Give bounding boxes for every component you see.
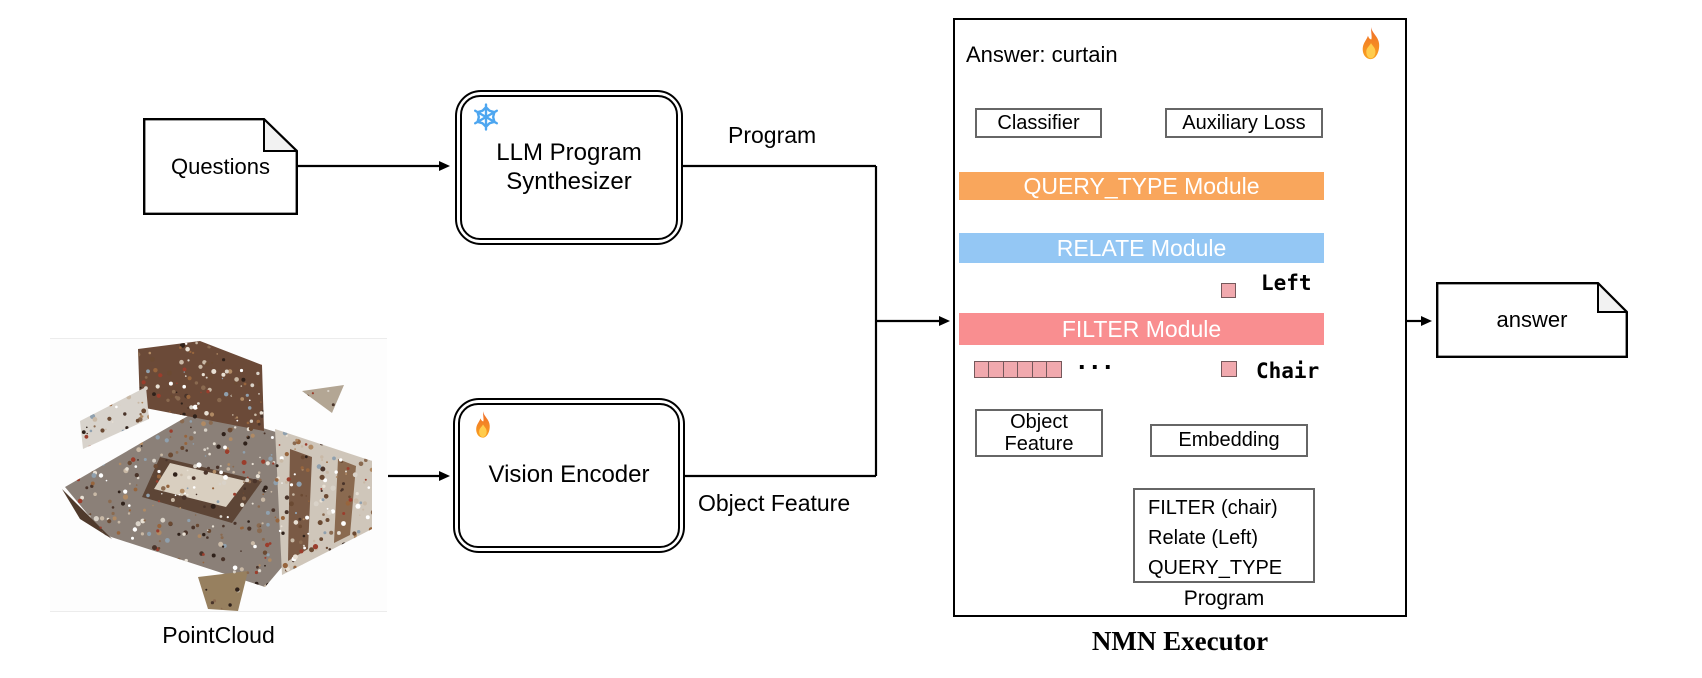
auxiliary-loss-label: Auxiliary Loss bbox=[1182, 111, 1306, 134]
vision-encoder-box: Vision Encoder bbox=[453, 398, 685, 553]
answer-document: answer bbox=[1436, 282, 1628, 358]
answer-label: answer bbox=[1496, 307, 1568, 332]
auxiliary-loss-box: Auxiliary Loss bbox=[1165, 108, 1323, 138]
program-caption: Program bbox=[1183, 587, 1265, 610]
embedding-box: Embedding bbox=[1150, 424, 1308, 457]
ellipsis-dots: ··· bbox=[1078, 352, 1117, 382]
answer-text: Answer: curtain bbox=[966, 42, 1118, 67]
program-box: FILTER (chair) Relate (Left) QUERY_TYPE bbox=[1133, 488, 1315, 583]
embedding-label: Embedding bbox=[1178, 429, 1280, 452]
program-line-3: QUERY_TYPE bbox=[1148, 557, 1283, 579]
object-feature-box-label: Object Feature bbox=[1004, 410, 1074, 455]
left-token-label: Left bbox=[1261, 271, 1312, 295]
program-line-1: FILTER (chair) bbox=[1148, 497, 1278, 519]
relate-module-bar: RELATE Module bbox=[959, 233, 1324, 263]
fire-icon bbox=[1354, 26, 1388, 69]
pointcloud-caption: PointCloud bbox=[162, 622, 275, 648]
llm-program-synthesizer-box: LLM Program Synthesizer bbox=[455, 90, 683, 245]
vision-box-label: Vision Encoder bbox=[488, 461, 650, 489]
pointcloud-room-shapes bbox=[62, 341, 372, 611]
object-feature-squares bbox=[974, 361, 1063, 378]
filter-module-bar: FILTER Module bbox=[959, 313, 1324, 345]
query-type-module-label: QUERY_TYPE Module bbox=[1023, 172, 1260, 199]
chair-token-square bbox=[1221, 361, 1237, 377]
document-shape bbox=[143, 118, 298, 215]
object-feature-box: Object Feature bbox=[975, 409, 1103, 457]
questions-label: Questions bbox=[170, 153, 271, 179]
program-edge-label: Program bbox=[728, 122, 817, 148]
questions-document: Questions bbox=[143, 118, 298, 215]
object-feature-edge-label: Object Feature bbox=[698, 490, 851, 516]
filter-module-label: FILTER Module bbox=[1061, 315, 1222, 342]
pointcloud-image bbox=[50, 338, 387, 612]
fire-icon bbox=[469, 410, 497, 447]
document-shape bbox=[1436, 282, 1628, 358]
query-type-module-bar: QUERY_TYPE Module bbox=[959, 172, 1324, 200]
snowflake-icon bbox=[471, 102, 501, 137]
relate-module-label: RELATE Module bbox=[1056, 234, 1227, 261]
llm-box-label: LLM Program Synthesizer bbox=[496, 138, 642, 195]
program-line-2: Relate (Left) bbox=[1148, 527, 1259, 549]
classifier-box: Classifier bbox=[975, 108, 1102, 138]
classifier-label: Classifier bbox=[997, 111, 1080, 134]
chair-token-label: Chair bbox=[1256, 359, 1320, 383]
nmn-executor-title: NMN Executor bbox=[1091, 626, 1269, 656]
left-token-square bbox=[1221, 283, 1236, 298]
feature-square bbox=[1046, 361, 1063, 378]
